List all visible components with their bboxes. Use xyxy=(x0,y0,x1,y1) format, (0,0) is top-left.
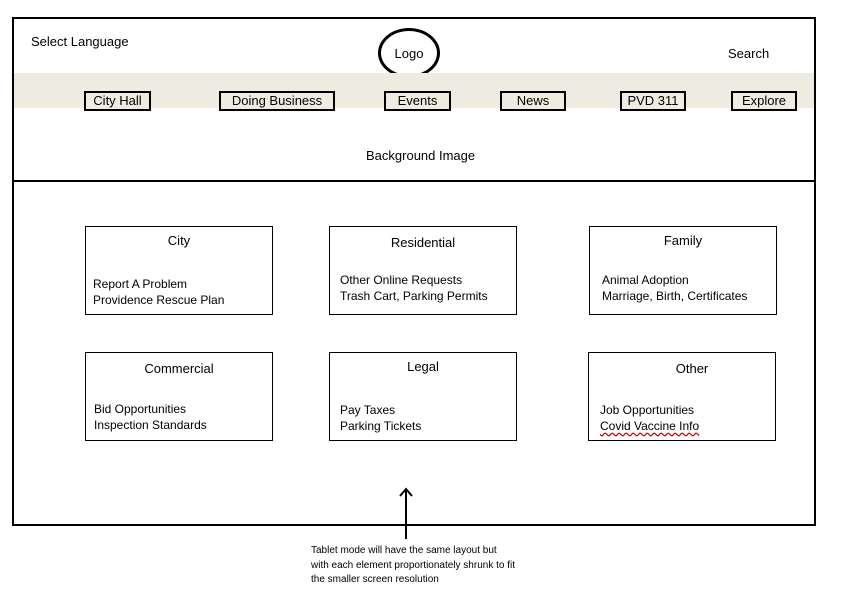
search-link[interactable]: Search xyxy=(728,46,770,61)
logo-label: Logo xyxy=(394,45,424,61)
card-link[interactable]: Animal Adoption xyxy=(602,273,689,287)
card-title: Residential xyxy=(390,235,456,250)
card-link[interactable]: Trash Cart, Parking Permits xyxy=(340,289,488,303)
card-other[interactable]: Other Job Opportunities Covid Vaccine In… xyxy=(588,352,776,441)
card-link[interactable]: Report A Problem xyxy=(93,277,188,291)
annotation-note: Tablet mode will have the same layout bu… xyxy=(311,545,515,585)
section-divider xyxy=(14,180,814,182)
nav-item-events[interactable]: Events xyxy=(384,91,451,111)
card-link[interactable]: Job Opportunities xyxy=(600,403,695,417)
card-link[interactable]: Parking Tickets xyxy=(340,419,422,433)
card-legal[interactable]: Legal Pay Taxes Parking Tickets xyxy=(329,352,517,441)
card-title: Legal xyxy=(407,359,439,374)
card-link[interactable]: Other Online Requests xyxy=(340,273,463,287)
card-title: Family xyxy=(663,233,703,248)
card-title: Other xyxy=(675,361,709,376)
card-link[interactable]: Providence Rescue Plan xyxy=(93,293,225,307)
card-title: City xyxy=(167,233,191,248)
nav-item-pvd-311[interactable]: PVD 311 xyxy=(620,91,686,111)
card-title: Commercial xyxy=(144,361,214,376)
up-arrow-icon xyxy=(399,487,413,539)
nav-item-doing-business[interactable]: Doing Business xyxy=(219,91,335,111)
nav-item-news[interactable]: News xyxy=(500,91,566,111)
card-residential[interactable]: Residential Other Online Requests Trash … xyxy=(329,226,517,315)
card-link[interactable]: Pay Taxes xyxy=(340,403,396,417)
card-family[interactable]: Family Animal Adoption Marriage, Birth, … xyxy=(589,226,777,315)
nav-item-explore[interactable]: Explore xyxy=(731,91,797,111)
card-link[interactable]: Covid Vaccine Info xyxy=(600,419,700,433)
page-frame xyxy=(12,17,816,526)
logo[interactable]: Logo xyxy=(378,28,440,78)
card-city[interactable]: City Report A Problem Providence Rescue … xyxy=(85,226,273,315)
nav-item-city-hall[interactable]: City Hall xyxy=(84,91,151,111)
card-link[interactable]: Inspection Standards xyxy=(94,418,207,432)
card-link[interactable]: Bid Opportunities xyxy=(94,402,187,416)
background-image-label: Background Image xyxy=(366,148,476,163)
select-language-link[interactable]: Select Language xyxy=(31,34,129,49)
card-commercial[interactable]: Commercial Bid Opportunities Inspection … xyxy=(85,352,273,441)
card-link[interactable]: Marriage, Birth, Certificates xyxy=(602,289,748,303)
